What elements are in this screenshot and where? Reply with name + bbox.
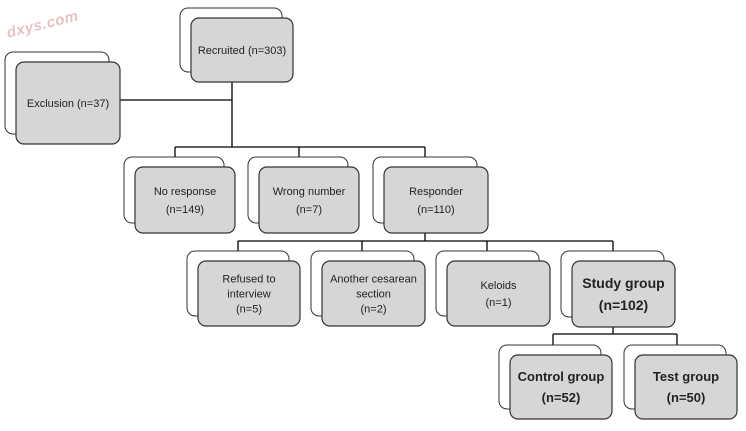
- cesarean-label-1: Another cesarean: [330, 273, 417, 285]
- refused-label-3: (n=5): [236, 303, 262, 315]
- test-label-1: Test group: [653, 369, 719, 384]
- study-label-2: (n=102): [599, 297, 648, 313]
- control-label-2: (n=52): [542, 390, 581, 405]
- cesarean-box: [321, 260, 426, 327]
- wrong-number-label-1: Wrong number: [273, 186, 346, 198]
- study-box: [571, 260, 676, 328]
- responder-label-1: Responder: [409, 186, 463, 198]
- keloids-box: [446, 260, 551, 327]
- no-response-label-2: (n=149): [166, 204, 204, 216]
- cesarean-label-2: section: [356, 288, 391, 300]
- cesarean-label-3: (n=2): [361, 303, 387, 315]
- test-box: [634, 354, 738, 420]
- control-label-1: Control group: [518, 369, 605, 384]
- wrong-number-box: [258, 166, 360, 234]
- refused-box: [197, 260, 301, 327]
- recruited-box: [190, 17, 294, 83]
- exclusion-box: [15, 61, 121, 145]
- responder-box: [383, 166, 489, 234]
- refused-label-1: Refused to: [222, 273, 275, 285]
- no-response-box: [134, 166, 236, 234]
- refused-label-2: interview: [227, 288, 270, 300]
- study-label-1: Study group: [582, 275, 664, 291]
- responder-label-2: (n=110): [417, 204, 454, 216]
- no-response-label-1: No response: [154, 186, 216, 198]
- control-box: [509, 354, 613, 420]
- keloids-label-2: (n=1): [486, 297, 512, 309]
- keloids-label-1: Keloids: [480, 280, 517, 292]
- exclusion-label-1: Exclusion (n=37): [27, 98, 109, 110]
- wrong-number-label-2: (n=7): [296, 204, 322, 216]
- test-label-2: (n=50): [667, 390, 706, 405]
- recruited-label-1: Recruited (n=303): [198, 45, 286, 57]
